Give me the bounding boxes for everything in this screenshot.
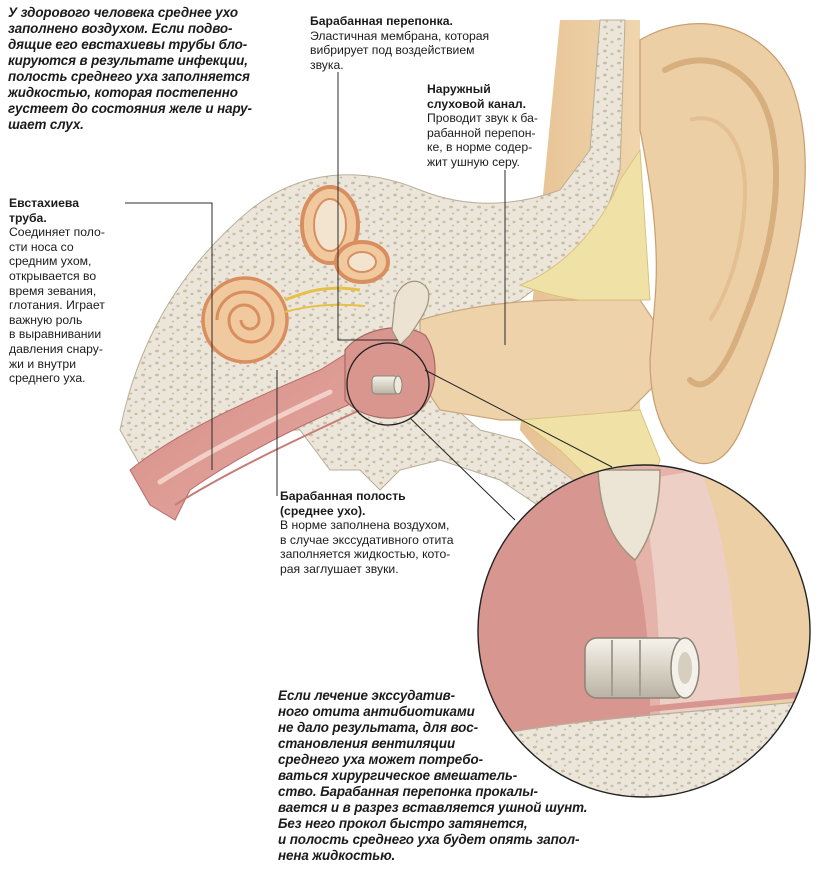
eustachian-line: среднего уха.	[9, 371, 86, 386]
eustachian-line: открывается во	[9, 268, 97, 283]
treatment-line: не дало результата, для вос-	[278, 720, 478, 735]
intro-line: дящие его евстахиевы трубы бло-	[8, 37, 248, 52]
middle-ear-title: Барабанная полость	[280, 489, 406, 503]
ear-canal-title: слуховой канал.	[427, 96, 527, 111]
ear-canal-line: жит ушную серу.	[427, 154, 520, 169]
small-shunt-icon	[371, 375, 403, 395]
eardrum-line: Эластичная мембрана, которая	[310, 28, 490, 43]
intro-line: кируются в результате инфекции,	[8, 53, 248, 68]
eustachian-title: труба.	[9, 210, 47, 225]
eustachian-line: в выравнивании	[9, 327, 102, 342]
eustachian-line: сти носа со	[9, 239, 74, 254]
intro-line: У здорового человека среднее ухо	[8, 5, 238, 20]
intro-line: шает слух.	[8, 117, 84, 132]
intro-line: густеет до состояния желе и нару-	[8, 101, 252, 116]
ear-canal	[419, 299, 661, 421]
treatment-line: вается и в разрез вставляется ушной шунт…	[278, 800, 588, 815]
auricle	[639, 23, 806, 465]
small-magnifier	[346, 342, 430, 426]
eardrum-line: вибрирует под воздействием	[310, 43, 475, 58]
eustachian-line: средним ухом,	[9, 254, 92, 269]
eustachian-line: жи и внутри	[9, 356, 77, 371]
leader-lines	[125, 72, 506, 496]
large-shunt-icon	[584, 637, 700, 699]
treatment-line: нена жидкостью.	[278, 848, 396, 863]
cochlea	[201, 276, 289, 364]
eardrum-label: Барабанная перепонка. Эластичная мембран…	[310, 14, 510, 72]
intro-line: жидкостью, которая постепенно	[8, 85, 238, 100]
treatment-line: становления вентиляции	[278, 736, 456, 751]
middle-ear-cavity	[344, 327, 436, 419]
eustachian-line: Соединяет поло-	[9, 225, 105, 240]
middle-ear-line: в случае экссудативного отита	[280, 532, 454, 547]
auricle-fold	[662, 57, 780, 388]
eustachian-line: время зевания,	[9, 283, 97, 298]
treatment-line: Если лечение экссудатив-	[278, 688, 456, 703]
eustachian-line: давления снару-	[9, 341, 103, 356]
middle-ear-title: (среднее ухо).	[280, 503, 366, 518]
intro-line: заполнено воздухом. Если подво-	[8, 21, 233, 36]
eustachian-line: важную роль	[9, 312, 83, 327]
treatment-line: Без него прокол быстро затянется,	[278, 816, 528, 831]
eustachian-line: глотания. Играет	[9, 298, 105, 313]
middle-ear-label: Барабанная полость (среднее ухо). В норм…	[280, 489, 480, 577]
treatment-line: ство. Барабанная перепонка прокалы-	[278, 784, 538, 799]
treatment-line: и полость среднего уха будет опять запол…	[278, 832, 580, 847]
treatment-line: среднего уха может потребо-	[278, 752, 483, 767]
semicircular-canals	[300, 185, 390, 284]
canal-cartilage-top	[518, 148, 651, 301]
intro-line: полость среднего уха заполняется	[8, 69, 250, 84]
shunt-tube	[597, 469, 661, 562]
treatment-line: ваться хирургическое вмешатель-	[278, 768, 518, 783]
eustachian-title: Евстахиева	[9, 196, 80, 210]
ear-canal-line: ке, в норме содер-	[427, 140, 533, 155]
intro-paragraph: У здорового человека среднее ухо заполне…	[8, 5, 298, 133]
treatment-line: ного отита антибиотиками	[278, 704, 475, 719]
middle-ear-line: В норме заполнена воздухом,	[280, 518, 450, 533]
eardrum-line: звука.	[310, 57, 344, 72]
ear-canal-label: Наружный слуховой канал. Проводит звук к…	[427, 82, 559, 170]
ossicles	[391, 280, 430, 346]
treatment-paragraph: Если лечение экссудатив- ного отита анти…	[278, 688, 618, 864]
eardrum-title: Барабанная перепонка.	[310, 14, 453, 28]
eustachian-tube-label: Евстахиева труба. Соединяет поло- сти но…	[9, 196, 121, 386]
ear-canal-line: Проводит звук к ба-	[427, 111, 538, 126]
ear-canal-line: рабанной перепон-	[427, 125, 536, 140]
ear-canal-title: Наружный	[427, 82, 491, 96]
middle-ear-line: рая заглушает звуки.	[280, 561, 399, 576]
middle-ear-line: заполняется жидкостью, кото-	[280, 547, 451, 562]
